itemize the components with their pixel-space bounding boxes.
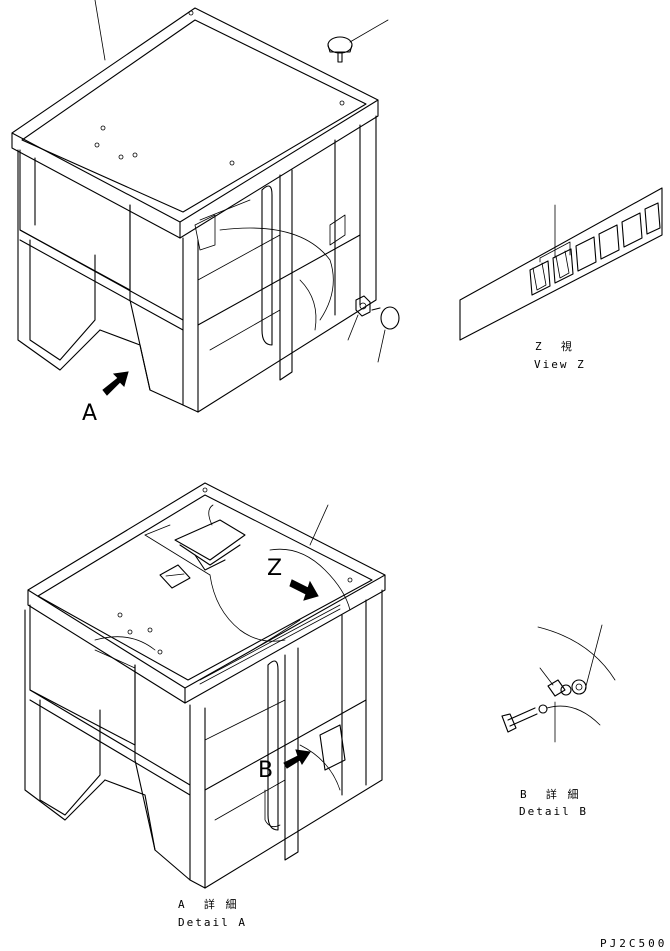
arrow-z-indicator	[289, 579, 319, 601]
caption-view-z-en: View Z	[534, 358, 586, 371]
bolt-parts	[347, 295, 400, 363]
detail-b-hardware	[501, 624, 616, 743]
cab-frame-top	[11, 0, 379, 413]
drawing-code: PJ2C500	[600, 937, 668, 950]
view-z-vent	[459, 187, 663, 341]
cab-frame-detail-a	[24, 482, 386, 889]
arrow-a-indicator	[102, 371, 129, 396]
caption-view-z-jp: Z 視	[535, 340, 574, 353]
arrow-b-indicator	[283, 749, 311, 769]
caption-detail-b-en: Detail B	[519, 805, 588, 818]
label-b: B	[258, 758, 274, 783]
label-z: Z	[267, 556, 283, 581]
cap-part	[327, 19, 389, 63]
label-a: A	[82, 401, 98, 426]
caption-detail-a-jp: A 詳 細	[178, 898, 239, 911]
caption-detail-b-jp: B 詳 細	[520, 788, 581, 801]
caption-detail-a-en: Detail A	[178, 916, 247, 929]
